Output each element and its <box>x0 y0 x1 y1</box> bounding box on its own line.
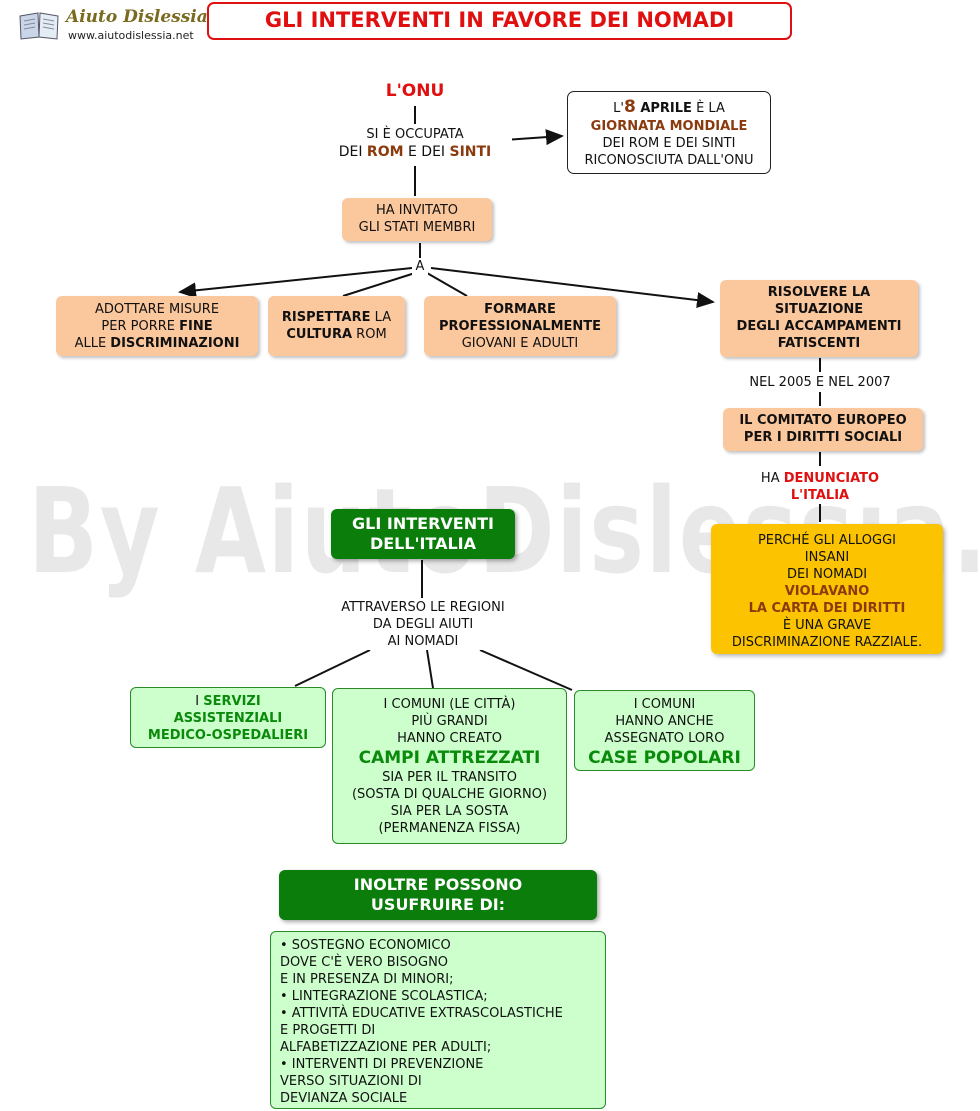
goal-end-discrimination: ADOTTARE MISURE PER PORRE FINE ALLE DISC… <box>56 296 258 356</box>
world-day-box: L'8 APRILE È LA GIORNATA MONDIALE DEI RO… <box>567 91 771 174</box>
page-title: GLI INTERVENTI IN FAVORE DEI NOMADI <box>207 2 792 40</box>
benefit-line: • INTERVENTI DI PREVENZIONE <box>280 1057 484 1072</box>
benefit-line: VERSO SITUAZIONI DI <box>280 1074 422 1089</box>
invited-box: HA INVITATO GLI STATI MEMBRI <box>342 198 492 241</box>
benefit-line: E PROGETTI DI <box>280 1023 376 1038</box>
line-to-camps <box>426 649 434 689</box>
line-to-services <box>294 649 371 687</box>
benefits-list-box: • SOSTEGNO ECONOMICO DOVE C'È VERO BISOG… <box>270 931 606 1109</box>
regions-label: ATTRAVERSO LE REGIONI DA DEGLI AIUTI AI … <box>318 599 528 650</box>
page-title-text: GLI INTERVENTI IN FAVORE DEI NOMADI <box>264 8 735 32</box>
denounced-label: HA DENUNCIATO L'ITALIA <box>745 470 895 504</box>
italy-interventions-box: GLI INTERVENTI DELL'ITALIA <box>331 509 515 559</box>
sinti-text: SINTI <box>449 144 492 160</box>
goal-camps: RISOLVERE LA SITUAZIONE DEGLI ACCAMPAMEN… <box>720 280 918 357</box>
benefit-line: • SOSTEGNO ECONOMICO <box>280 938 451 953</box>
benefit-line: E IN PRESENZA DI MINORI; <box>280 972 454 987</box>
arrow-to-goal-1 <box>178 267 413 299</box>
goal-respect-culture: RISPETTARE LA CULTURA ROM <box>268 296 405 356</box>
arrow-to-day-box <box>504 129 564 146</box>
logo-brand: Aiuto Dislessia <box>66 7 208 27</box>
years-label: NEL 2005 E NEL 2007 <box>735 374 905 391</box>
services-box: I SERVIZI ASSISTENZIALI MEDICO-OSPEDALIE… <box>130 687 326 748</box>
line-to-goal-3 <box>426 272 468 297</box>
book-icon <box>18 10 60 40</box>
arrow-to-goal-4 <box>430 267 715 309</box>
onu-title: L'ONU <box>365 81 465 101</box>
moreover-box: INOLTRE POSSONO USUFRUIRE DI: <box>279 870 597 920</box>
reason-box: PERCHÉ GLI ALLOGGI INSANI DEI NOMADI VIO… <box>711 524 943 654</box>
benefit-line: • LINTEGRAZIONE SCOLASTICA; <box>280 989 488 1004</box>
rom-text: ROM <box>366 144 404 160</box>
connector-a: A <box>412 258 428 275</box>
benefit-line: ALFABETIZZAZIONE PER ADULTI; <box>280 1040 492 1055</box>
benefit-line: DEVIANZA SOCIALE <box>280 1091 408 1106</box>
line-to-goal-2 <box>342 272 416 297</box>
logo[interactable]: Aiuto Dislessia www.aiutodislessia.net <box>14 4 208 44</box>
houses-box: I COMUNI HANNO ANCHE ASSEGNATO LORO CASE… <box>574 690 755 771</box>
day-number: 8 <box>623 97 636 117</box>
line-to-houses <box>479 649 573 691</box>
benefit-line: DOVE C'È VERO BISOGNO <box>280 955 449 970</box>
committee-box: IL COMITATO EUROPEO PER I DIRITTI SOCIAL… <box>723 408 923 451</box>
benefit-line: • ATTIVITÀ EDUCATIVE EXTRASCOLASTICHE <box>280 1006 563 1021</box>
logo-url: www.aiutodislessia.net <box>68 29 194 42</box>
camps-box: I COMUNI (LE CITTÀ) PIÙ GRANDI HANNO CRE… <box>332 688 567 844</box>
onu-occupied-label: SI È OCCUPATA DEI ROM E DEI SINTI <box>318 126 512 162</box>
goal-training: FORMARE PROFESSIONALMENTE GIOVANI E ADUL… <box>424 296 616 356</box>
